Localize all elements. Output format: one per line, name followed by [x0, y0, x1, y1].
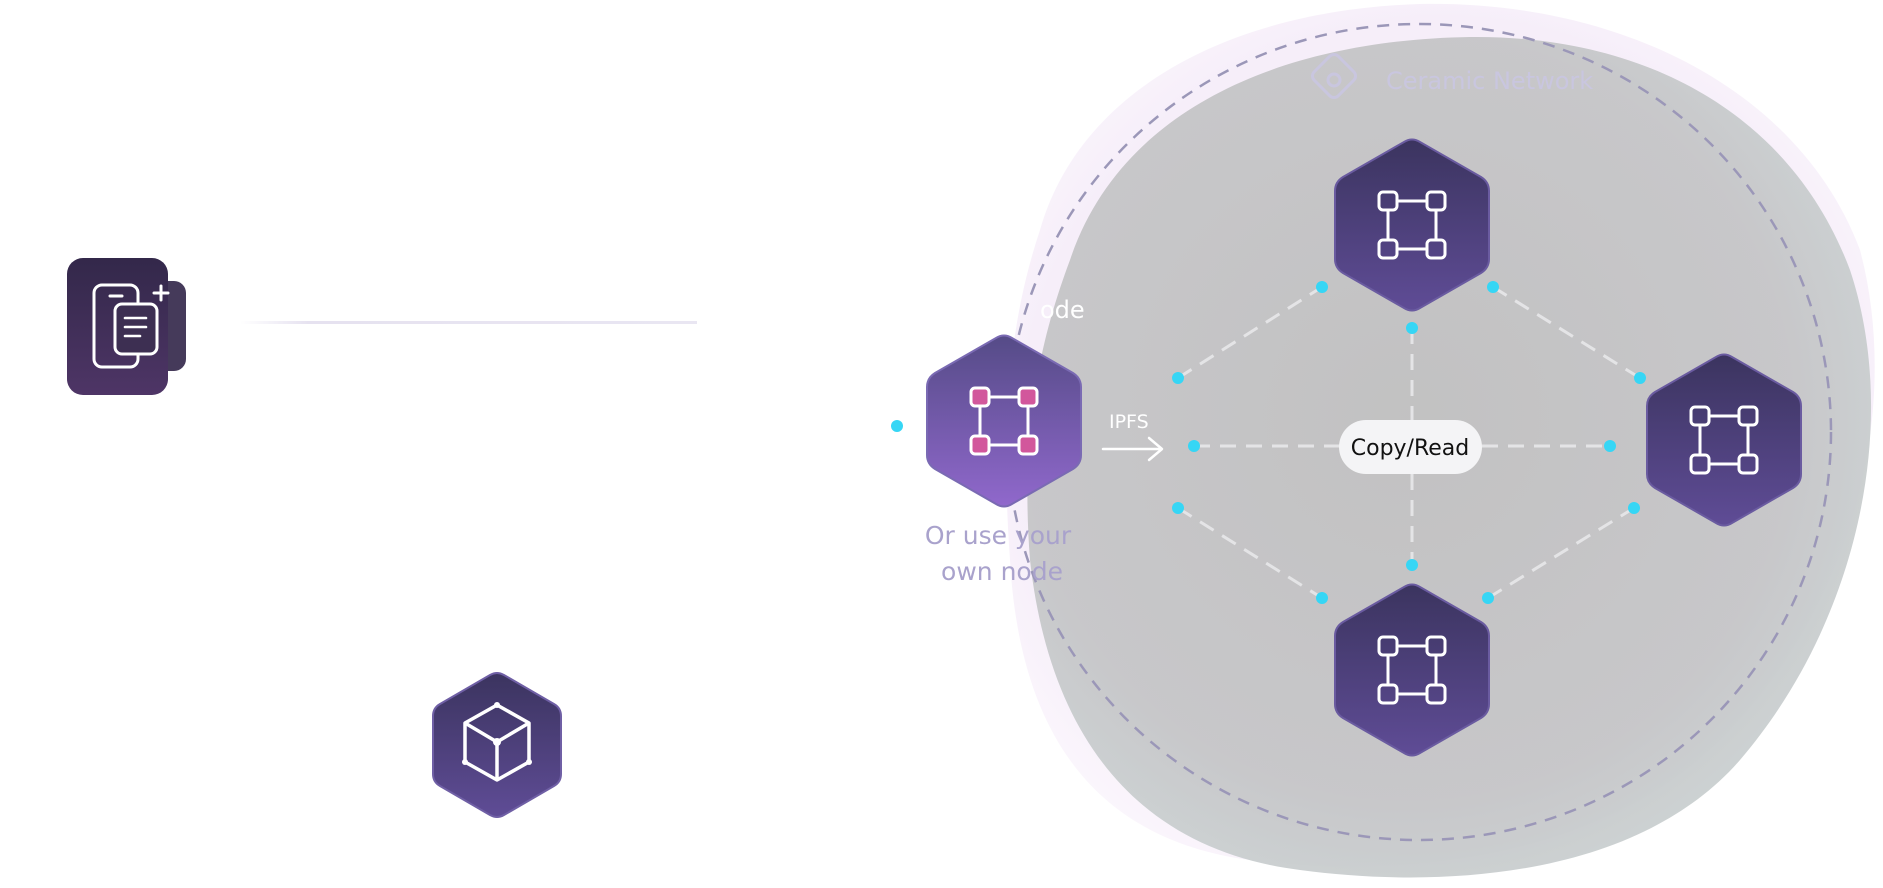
square-nodes-icon [1377, 635, 1447, 705]
square-nodes-icon [1377, 190, 1447, 260]
connection-dot [1604, 440, 1616, 452]
location-pin-icon [1310, 52, 1358, 100]
cube-node [432, 672, 562, 818]
own-node-caption-line2: own node [941, 557, 1063, 586]
connection-dot [1172, 372, 1184, 384]
connection-dot [1634, 372, 1646, 384]
square-nodes-icon [1689, 405, 1759, 475]
network-label-group: Ceramic Network [1310, 52, 1593, 100]
connection-dot [891, 420, 903, 432]
copy-read-label: Copy/Read [1351, 436, 1470, 461]
connection-dot [1628, 502, 1640, 514]
connection-dot [1406, 559, 1418, 571]
network-node-right [1646, 353, 1802, 527]
network-links [1177, 285, 1641, 600]
connection-dot [1188, 440, 1200, 452]
copy-read-pill: Copy/Read [1339, 420, 1482, 474]
connection-dots [891, 281, 1646, 604]
own-node [926, 334, 1082, 508]
own-node-partial-label: ode [1040, 296, 1085, 324]
network-label: Ceramic Network [1386, 67, 1593, 95]
connection-dot [1172, 502, 1184, 514]
network-node-bottom [1334, 583, 1490, 757]
ipfs-arrow: IPFS [1101, 411, 1164, 462]
connector-line [240, 321, 697, 324]
connection-dot [1482, 592, 1494, 604]
documents-add-icon [67, 258, 186, 395]
own-node-caption-line1: Or use your [925, 521, 1072, 550]
arrow-right-icon [1147, 436, 1164, 462]
ipfs-label: IPFS [1109, 411, 1149, 433]
connection-dot [1406, 322, 1418, 334]
network-node-top [1334, 138, 1490, 312]
connection-dot [1316, 592, 1328, 604]
square-nodes-icon [969, 386, 1039, 456]
connection-dot [1316, 281, 1328, 293]
connection-dot [1487, 281, 1499, 293]
